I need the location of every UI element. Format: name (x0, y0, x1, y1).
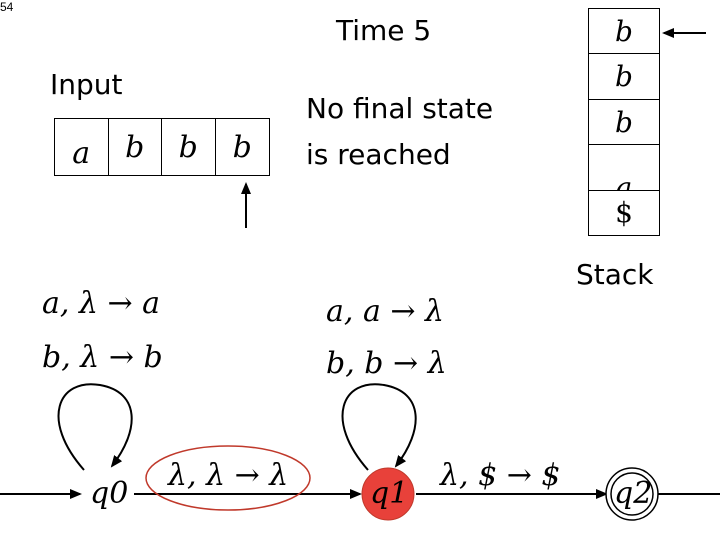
status-text-line-2: is reached (306, 138, 451, 171)
stack-symbol: a (615, 170, 633, 191)
state-label-q2: q2 (614, 476, 652, 511)
stack-label: Stack (576, 258, 654, 291)
stack-symbol: $ (615, 196, 633, 230)
tape-symbol: b (125, 129, 145, 165)
stack-cell: b (589, 100, 659, 146)
state-q2-text: q2 (614, 476, 653, 511)
state-q1-text: q1 (370, 476, 409, 511)
stack-symbol: b (615, 14, 633, 48)
state-q2-inner (610, 472, 654, 516)
state-label-q1: q1 (370, 476, 408, 511)
stack-box: b b b a $ (588, 8, 660, 236)
input-label: Input (50, 68, 123, 101)
page-number: 54 (0, 0, 14, 14)
loop-q1 (341, 383, 417, 471)
stack-symbol: b (615, 105, 633, 139)
tape-cell: a (55, 119, 109, 175)
stack-cell: b (589, 54, 659, 100)
state-q0 (82, 468, 134, 520)
tape-cell: b (162, 119, 216, 175)
tape-cell: b (109, 119, 162, 175)
status-text-line-1: No final state (306, 92, 494, 125)
transition-q0-q1: λ, λ → λ (168, 458, 289, 493)
tape-cell: b (216, 119, 270, 175)
state-q0-text: q0 (90, 476, 129, 511)
state-q1-active (361, 467, 415, 521)
tape-symbol: b (178, 129, 198, 165)
tape-symbol: a (72, 135, 91, 171)
stack-cell: b (589, 9, 659, 55)
tape-symbol: b (232, 129, 252, 165)
stack-cell-bottom: $ (589, 191, 659, 235)
transition-q0-loop-1: a, λ → a (42, 286, 161, 321)
transition-q1-q2: λ, $ → $ (440, 458, 561, 493)
highlight-ellipse (145, 445, 311, 511)
loop-q0 (57, 383, 133, 471)
state-label-q0: q0 (90, 476, 128, 511)
slide-title: Time 5 (336, 14, 432, 47)
transition-q1-loop-1: a, a → λ (326, 294, 445, 329)
stack-symbol: b (615, 60, 633, 94)
stack-cell: a (589, 145, 659, 191)
transition-q0-loop-2: b, λ → b (42, 340, 163, 375)
transition-q1-loop-2: b, b → λ (326, 346, 447, 381)
input-tape: a b b b (54, 118, 270, 176)
